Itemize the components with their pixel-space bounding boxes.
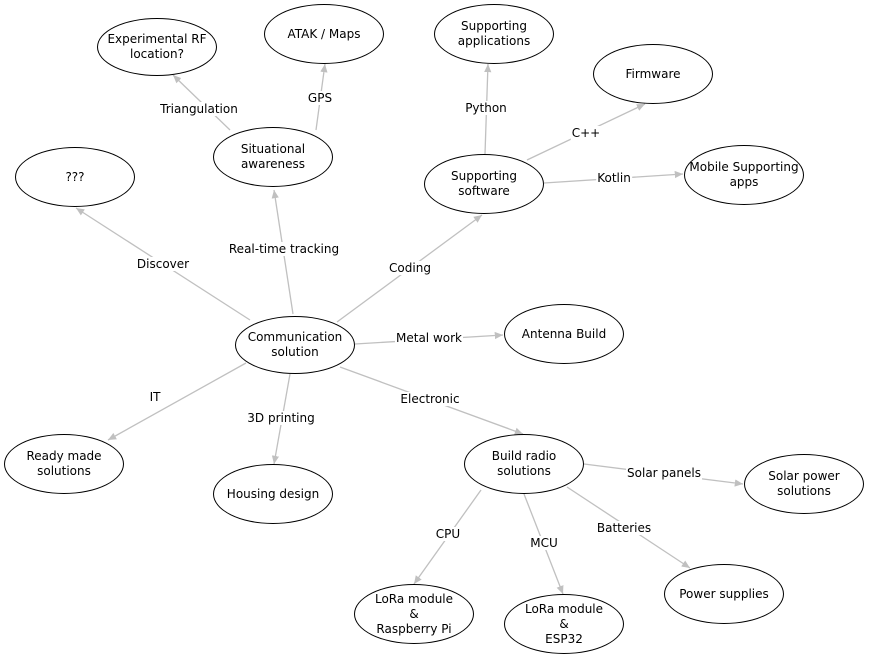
node-situational-awareness[interactable]: Situational awareness bbox=[213, 127, 333, 187]
edge-label-it: IT bbox=[148, 390, 162, 404]
edge-comm-to-ready-made bbox=[107, 362, 247, 441]
edge-label-discover: Discover bbox=[135, 257, 191, 271]
edge-label-batteries: Batteries bbox=[595, 521, 653, 535]
node-solar-power-solutions[interactable]: Solar power solutions bbox=[744, 454, 864, 514]
edge-label-metal-work: Metal work bbox=[395, 331, 463, 345]
node-power-supplies[interactable]: Power supplies bbox=[664, 564, 784, 624]
node-build-radio-solutions[interactable]: Build radio solutions bbox=[464, 434, 584, 494]
edge-label-kotlin: Kotlin bbox=[596, 171, 632, 185]
node-supporting-software[interactable]: Supporting software bbox=[424, 154, 544, 214]
edge-label-mcu: MCU bbox=[529, 536, 559, 550]
node-supporting-applications[interactable]: Supporting applications bbox=[434, 4, 554, 64]
node-experimental-rf-location[interactable]: Experimental RF location? bbox=[97, 18, 217, 76]
edge-label-gps: GPS bbox=[306, 91, 334, 105]
node-atak-maps[interactable]: ATAK / Maps bbox=[264, 4, 384, 64]
node-ready-made-solutions[interactable]: Ready made solutions bbox=[4, 434, 124, 494]
edge-label-3d-printing: 3D printing bbox=[246, 411, 316, 425]
node-lora-raspberry-pi[interactable]: LoRa module & Raspberry Pi bbox=[354, 584, 474, 644]
edge-label-triangulation: Triangulation bbox=[159, 102, 239, 116]
edge-label-cpp: C++ bbox=[570, 126, 602, 140]
edge-label-coding: Coding bbox=[388, 261, 432, 275]
node-antenna-build[interactable]: Antenna Build bbox=[504, 304, 624, 364]
edge-label-cpu: CPU bbox=[434, 527, 462, 541]
node-unknown[interactable]: ??? bbox=[15, 147, 135, 207]
node-housing-design[interactable]: Housing design bbox=[213, 464, 333, 524]
edge-label-solar-panels: Solar panels bbox=[626, 466, 702, 480]
edge-label-python: Python bbox=[464, 101, 508, 115]
node-mobile-supporting-apps[interactable]: Mobile Supporting apps bbox=[684, 145, 804, 205]
edge-label-electronic: Electronic bbox=[399, 392, 461, 406]
node-lora-esp32[interactable]: LoRa module & ESP32 bbox=[504, 594, 624, 654]
edge-label-realtime-tracking: Real-time tracking bbox=[227, 242, 341, 256]
node-firmware[interactable]: Firmware bbox=[593, 44, 713, 104]
node-communication-solution[interactable]: Communication solution bbox=[235, 316, 355, 374]
